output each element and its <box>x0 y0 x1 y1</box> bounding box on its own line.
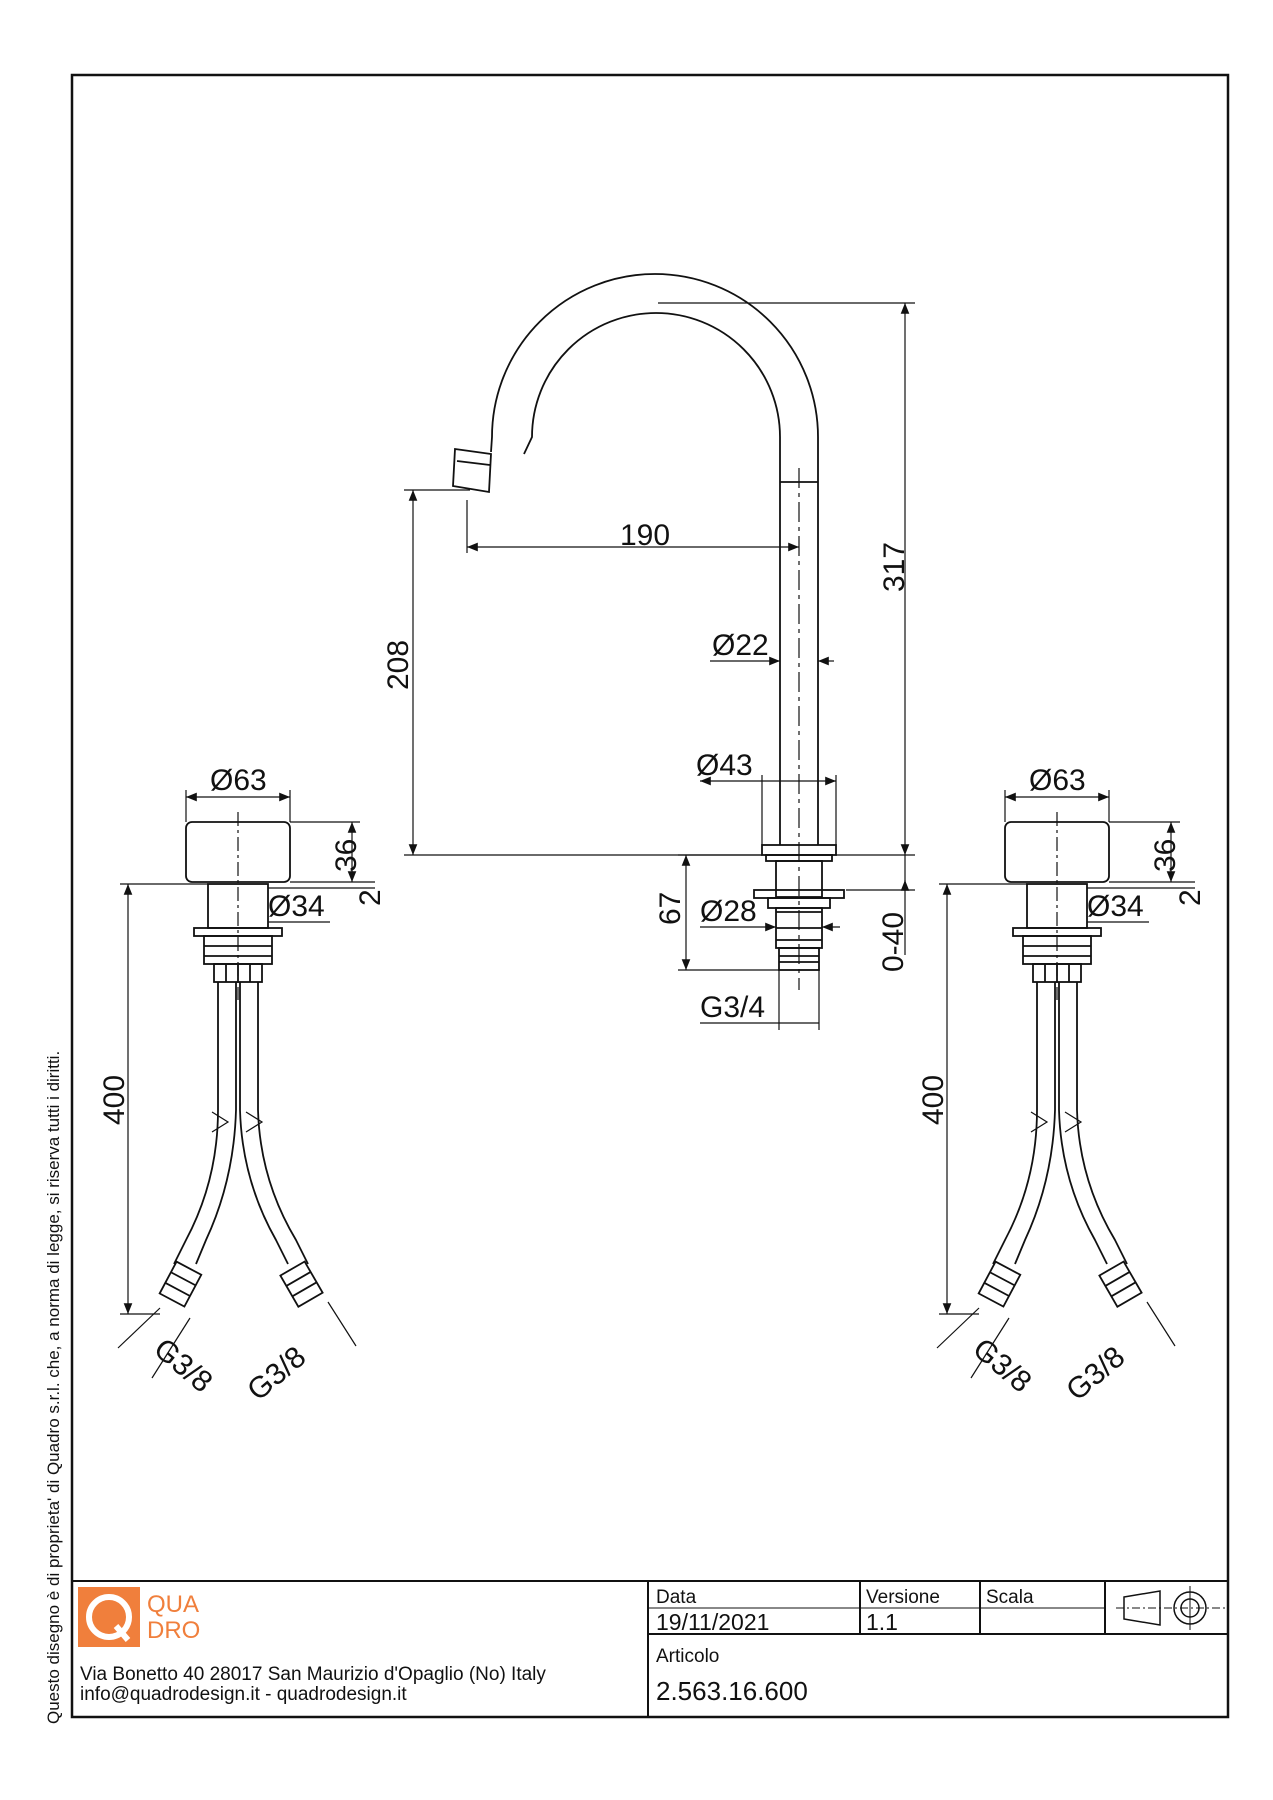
left-hose-thread-b-label: G3/8 <box>241 1340 312 1407</box>
title-block <box>72 1580 1228 1717</box>
spout-view <box>452 273 845 990</box>
versione-label: Versione <box>866 1587 940 1608</box>
left-hose-b <box>239 982 289 1265</box>
spout-dimensions <box>404 302 915 1030</box>
left-handle-gap-label: 2 <box>354 889 387 906</box>
right-handle-gap-label: 2 <box>1174 889 1207 906</box>
right-hose-thread-b-label: G3/8 <box>1060 1340 1131 1407</box>
logo-line-1: QUA <box>147 1591 199 1618</box>
left-hose-a <box>173 982 219 1265</box>
left-hose-thread-a-label: G3/8 <box>148 1332 219 1399</box>
spout-outer-arc <box>490 273 819 482</box>
spout-inner-arc <box>523 312 781 482</box>
spout-deck-range-label: 0-40 <box>877 912 910 972</box>
articolo-value: 2.563.16.600 <box>656 1676 808 1706</box>
right-handle-diameter-label: Ø63 <box>1029 764 1086 797</box>
spout-thread-label: G3/4 <box>700 991 765 1024</box>
spout-total-height-label: 317 <box>878 542 911 592</box>
left-shank-diameter-label: Ø34 <box>268 890 325 923</box>
spout-reach-label: 190 <box>620 519 670 552</box>
spout-base-diameter-label: Ø43 <box>696 749 753 782</box>
logo-line-2: DRO <box>147 1617 200 1644</box>
right-handle-view <box>977 812 1143 1308</box>
scala-label: Scala <box>986 1587 1034 1608</box>
spout-outlet-height-label: 208 <box>382 640 415 690</box>
spout-shank-diameter-label: Ø28 <box>700 895 757 928</box>
left-hose-length-label: 400 <box>98 1075 131 1125</box>
spout-shank-length-label: 67 <box>654 892 687 925</box>
company-address: Via Bonetto 40 28017 San Maurizio d'Opag… <box>80 1664 546 1685</box>
spout-thread <box>778 947 820 971</box>
right-handle-height-label: 36 <box>1149 839 1182 872</box>
articolo-label: Articolo <box>656 1646 719 1667</box>
drawing-frame <box>70 73 1230 1719</box>
right-hose-a <box>992 982 1038 1265</box>
spout-shank <box>775 860 823 898</box>
left-handle-dimensions <box>117 790 375 1379</box>
data-label: Data <box>656 1587 697 1608</box>
data-value: 19/11/2021 <box>656 1609 769 1635</box>
left-handle-view <box>158 812 324 1308</box>
right-hose-b <box>1058 982 1108 1265</box>
versione-value: 1.1 <box>866 1609 898 1635</box>
spout-pipe-diameter-label: Ø22 <box>712 629 769 662</box>
quadro-logo: QUA DRO <box>78 1587 200 1647</box>
right-hose-length-label: 400 <box>917 1075 950 1125</box>
spout-aerator <box>452 447 492 494</box>
company-contacts: info@quadrodesign.it - quadrodesign.it <box>80 1684 407 1705</box>
left-handle-height-label: 36 <box>330 839 363 872</box>
right-handle-dimensions <box>936 790 1195 1379</box>
right-shank-diameter-label: Ø34 <box>1087 890 1144 923</box>
first-angle-projection-icon <box>1116 1586 1226 1630</box>
right-hose-thread-a-label: G3/8 <box>967 1332 1038 1399</box>
left-handle-diameter-label: Ø63 <box>210 764 267 797</box>
